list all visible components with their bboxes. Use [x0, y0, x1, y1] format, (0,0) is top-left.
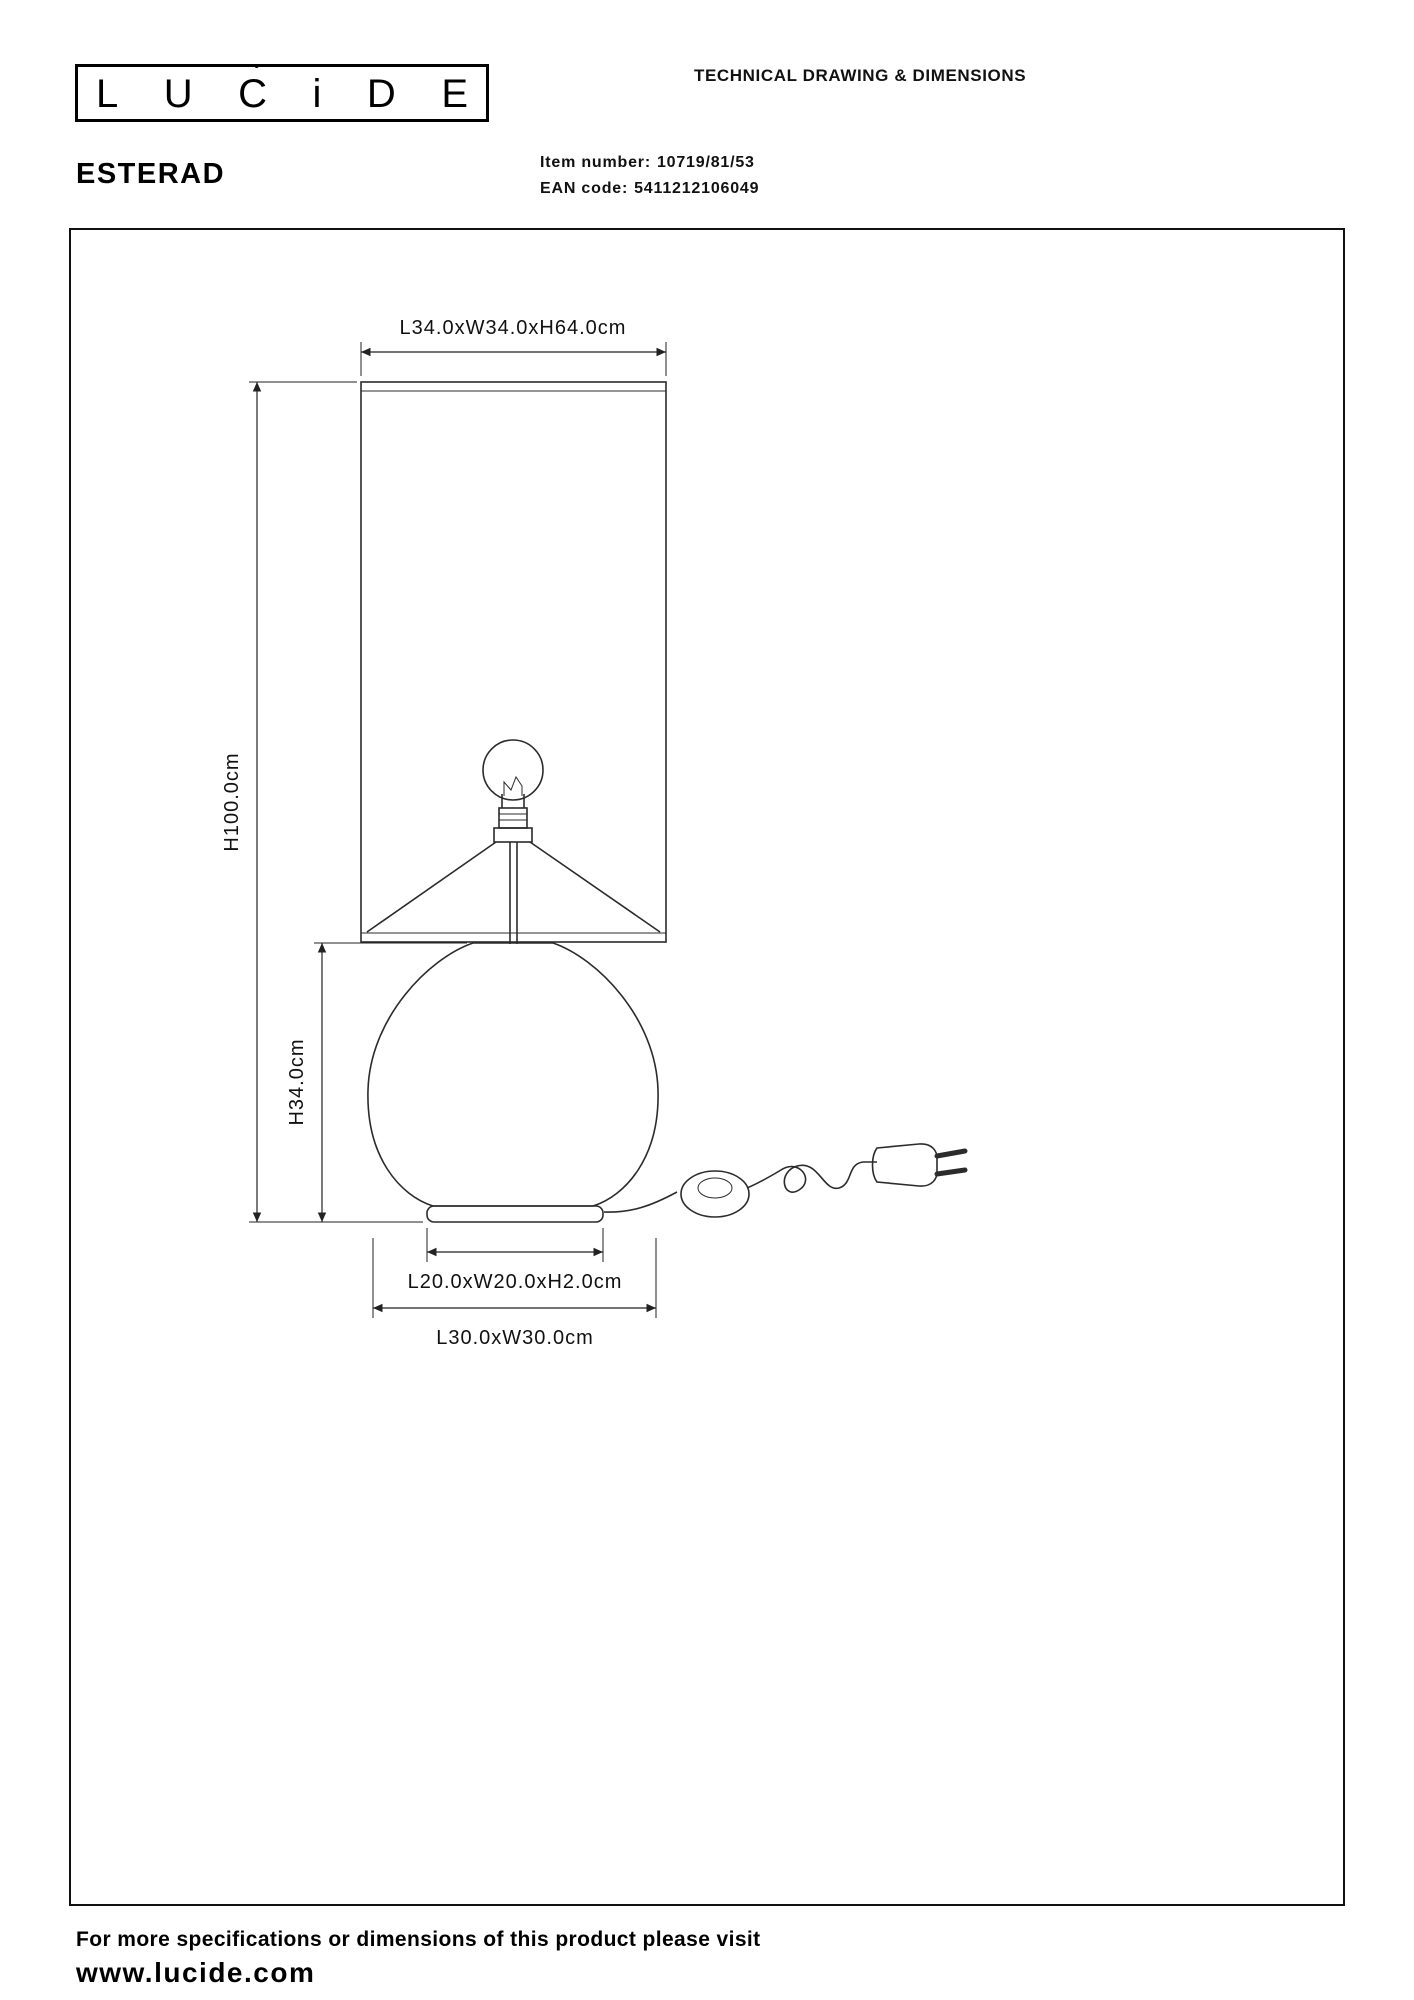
technical-drawing: L34.0xW34.0xH64.0cm H100.0cm H34.0cm L — [221, 317, 968, 1349]
technical-drawing-frame: L34.0xW34.0xH64.0cm H100.0cm H34.0cm L — [69, 228, 1345, 1906]
bulb-icon — [482, 739, 544, 808]
lamp-body — [367, 942, 659, 1207]
item-number-label: Item number: — [540, 154, 651, 171]
logo-letter: i — [312, 72, 322, 116]
dimension-body-height: H34.0cm — [286, 942, 467, 1222]
logo-accent-mark: ´ — [254, 59, 263, 89]
dim-shade-label: L34.0xW34.0xH64.0cm — [400, 317, 627, 339]
lamp-stem — [509, 842, 518, 944]
lucide-logo: L U C i D E ´ — [75, 59, 489, 122]
item-number-row: Item number: 10719/81/53 — [540, 150, 759, 176]
power-plug — [871, 1143, 968, 1187]
ean-label: EAN code: — [540, 179, 629, 197]
doc-title: TECHNICAL DRAWING & DIMENSIONS — [694, 66, 1027, 85]
logo-letter: C — [238, 72, 268, 116]
dimension-shade: L34.0xW34.0xH64.0cm — [360, 317, 667, 376]
foot-switch — [680, 1170, 750, 1218]
dimension-base: L20.0xW20.0xH2.0cm — [408, 1228, 623, 1293]
lamp-shade — [360, 381, 667, 943]
dim-base-label: L20.0xW20.0xH2.0cm — [408, 1271, 623, 1293]
logo-letter: E — [441, 72, 468, 116]
dim-footprint-label: L30.0xW30.0cm — [436, 1327, 594, 1349]
item-number-value: 10719/81/53 — [656, 154, 755, 171]
footer-note: For more specifications or dimensions of… — [76, 1928, 761, 1951]
dim-total-height-label: H100.0cm — [221, 752, 243, 851]
logo-letter: D — [366, 72, 396, 116]
shade-cone — [366, 841, 661, 933]
logo-letter: L — [96, 72, 119, 116]
ean-row: EAN code: 5411212106049 — [540, 176, 759, 202]
base-plate — [426, 1205, 604, 1223]
dimension-footprint: L30.0xW30.0cm — [372, 1238, 657, 1349]
logo-letter: U — [163, 72, 193, 116]
dimension-total-height: H100.0cm — [221, 381, 423, 1223]
product-name: ESTERAD — [76, 158, 226, 190]
footer-website: www.lucide.com — [76, 1957, 316, 1988]
lamp-socket — [493, 807, 533, 843]
ean-value: 5411212106049 — [634, 179, 760, 197]
item-info: Item number: 10719/81/53 EAN code: 5411212… — [540, 150, 759, 201]
power-cord — [603, 1161, 877, 1213]
dim-body-height-label: H34.0cm — [286, 1038, 308, 1125]
